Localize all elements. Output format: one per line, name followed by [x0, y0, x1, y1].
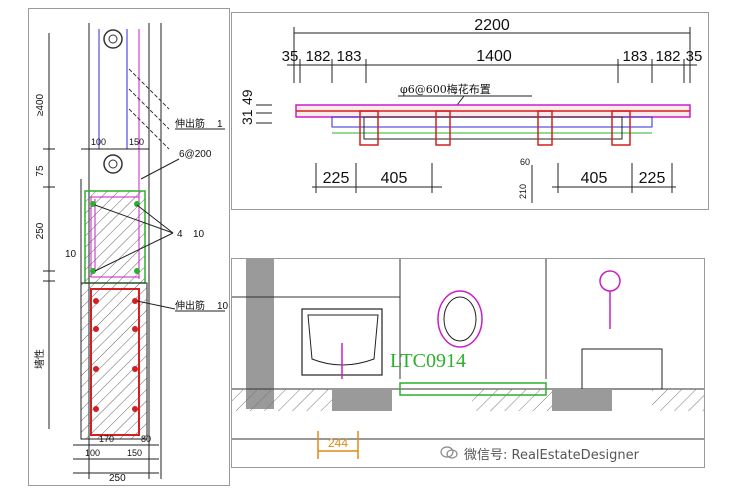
seg-35-left: 35 — [282, 48, 299, 65]
height-31: 31 — [239, 109, 255, 125]
wall-rebar-dots — [93, 298, 138, 412]
seg-182-left: 182 — [305, 48, 330, 65]
beam-hatch — [84, 190, 146, 284]
wall-label: 墙性 — [33, 349, 46, 369]
brace-lines — [128, 68, 170, 150]
gray-block-right — [552, 389, 612, 411]
mid-pipe-symbol — [103, 154, 123, 174]
seg-1400: 1400 — [476, 48, 512, 65]
wall-section-drawing: ≥400 75 250 10 墙性 100 150 伸出筋 1 6@200 4 … — [33, 23, 229, 484]
dim-top-150: 150 — [129, 137, 144, 147]
dim-top-100: 100 — [91, 137, 106, 147]
height-dim-ticks — [256, 104, 272, 124]
beam-rebar-dots — [90, 201, 140, 274]
top-pipe-symbol — [103, 29, 123, 49]
seg-183-right: 183 — [622, 48, 647, 65]
left-dimension-chain — [43, 33, 55, 429]
label-bars-num: 10 — [193, 229, 205, 240]
wall-hatch-mid — [472, 389, 552, 411]
dim-bottom-250: 250 — [109, 473, 126, 484]
watermark: 微信号: RealEstateDesigner — [440, 441, 639, 465]
chat-bubble-icon — [440, 446, 458, 459]
center-60: 60 — [520, 157, 530, 167]
window-code: LTC0914 — [390, 350, 466, 372]
dim-bottom-170: 170 — [99, 434, 114, 444]
label-stirrup: 6@200 — [179, 149, 212, 160]
dim-bottom-80: 80 — [141, 434, 151, 444]
dim-75: 75 — [35, 165, 46, 177]
leader-rebar-2 — [136, 300, 176, 310]
dim-total: 2200 — [474, 17, 510, 34]
wall-hatch-left — [232, 389, 332, 411]
bseg-225-right: 225 — [639, 170, 666, 187]
toilet-inner — [443, 296, 477, 342]
left-column — [246, 259, 274, 409]
center-210: 210 — [518, 184, 528, 199]
wall-section-panel: ≥400 75 250 10 墙性 100 150 伸出筋 1 6@200 4 … — [28, 8, 230, 486]
bathroom-plan-drawing: LTC0914 244 — [232, 259, 704, 459]
dim-244: 244 — [328, 436, 348, 450]
toilet-bowl — [437, 290, 483, 348]
rebar-note: φ6@600梅花布置 — [400, 82, 491, 96]
beam-body — [295, 104, 691, 146]
seg-35-right: 35 — [686, 48, 703, 65]
label-rebar-1: 伸出筋 — [175, 117, 205, 130]
watermark-text: 微信号: RealEstateDesigner — [464, 447, 639, 463]
label-rebar-2: 伸出筋 — [175, 299, 205, 312]
bottom-dim-lines — [73, 444, 159, 474]
beam-plan-panel: 2200 35 182 183 1400 183 182 35 φ6@600梅花… — [231, 12, 709, 210]
segment-dim-line — [287, 59, 697, 83]
height-49: 49 — [239, 89, 255, 105]
wall-hatch-right — [652, 389, 704, 411]
beam-inner — [90, 196, 140, 278]
dim-bottom-100: 100 — [85, 448, 100, 458]
bseg-405-right: 405 — [581, 170, 608, 187]
sink-basin — [307, 314, 379, 366]
bottom-segment-lines — [312, 163, 676, 193]
seg-182-right: 182 — [655, 48, 680, 65]
leader-stirrup — [140, 158, 180, 180]
seg-183-left: 183 — [336, 48, 361, 65]
dim-bottom-150: 150 — [127, 448, 142, 458]
bseg-405-left: 405 — [381, 170, 408, 187]
bathroom-plan-panel: LTC0914 244 — [231, 258, 705, 468]
leader-bars — [94, 204, 174, 272]
label-rebar-2-num: 10 — [217, 301, 229, 312]
gray-block-left — [332, 389, 392, 411]
dim-400: ≥400 — [35, 93, 46, 116]
dim-244-lines — [317, 431, 359, 459]
right-fixture — [581, 348, 663, 390]
shower-head — [599, 270, 621, 292]
bseg-225-left: 225 — [323, 170, 350, 187]
label-rebar-1-num: 1 — [217, 119, 223, 130]
label-bars: 4 — [177, 229, 183, 240]
wall-rebar-outline — [90, 288, 140, 436]
total-dim-line — [293, 27, 691, 83]
beam-plan-drawing: 2200 35 182 183 1400 183 182 35 φ6@600梅花… — [239, 17, 703, 203]
dim-10: 10 — [65, 249, 77, 260]
dim-250: 250 — [35, 222, 46, 239]
